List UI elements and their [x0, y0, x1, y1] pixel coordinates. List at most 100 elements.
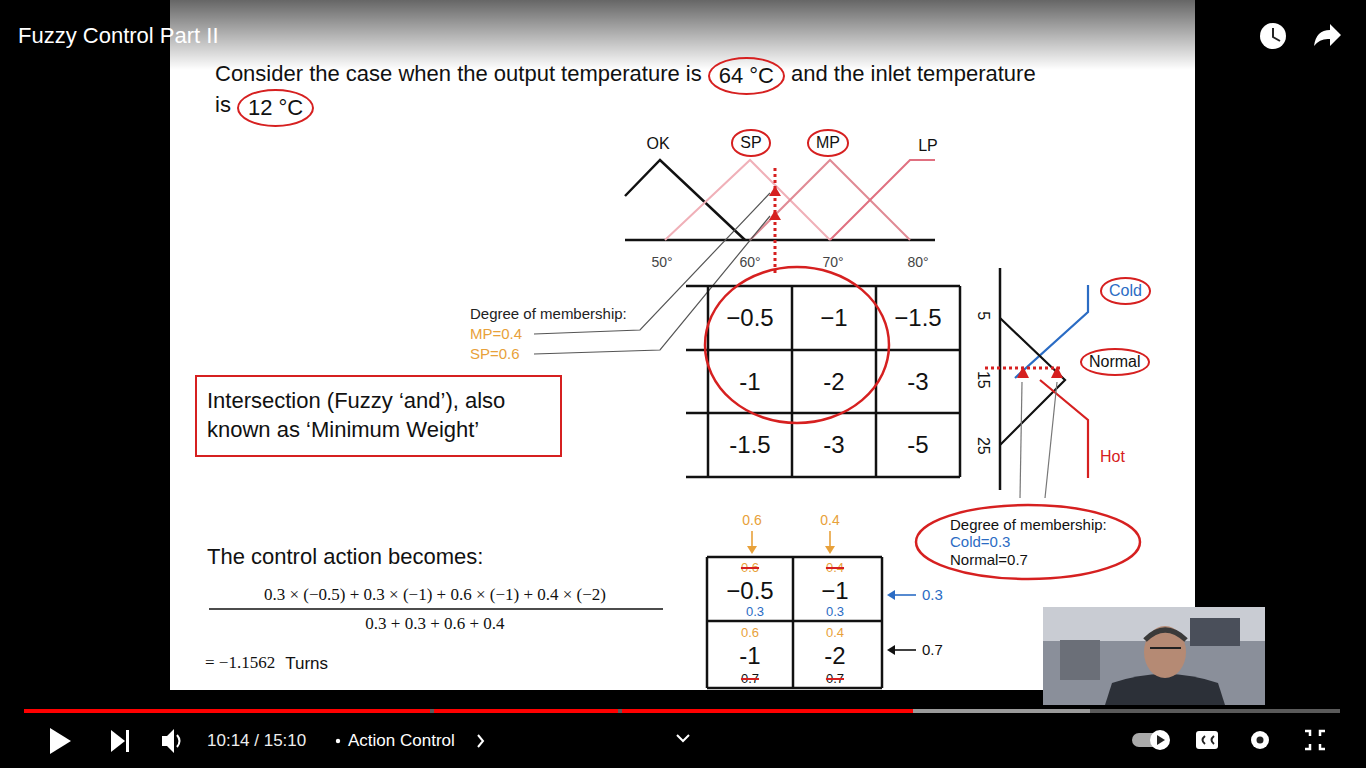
axis-tick: 70° [822, 255, 843, 270]
slide-text: Consider the case when the output temper… [215, 62, 702, 86]
ellipse-content: Degree of membership:Cold=0.3Normal=0.7 [950, 516, 1107, 568]
expand-chevron [677, 735, 689, 741]
leader-line [1020, 382, 1022, 498]
settings-hole [1257, 737, 1264, 744]
grid-line [959, 286, 962, 477]
crossed-weight: 0.6 [741, 561, 759, 575]
progress-played [622, 709, 913, 713]
progress-track [24, 709, 1340, 713]
grid-line [792, 557, 795, 688]
arrow-line [751, 531, 753, 547]
grid-line [707, 286, 710, 477]
progress-bar [24, 709, 1340, 713]
set-label: Normal [1080, 348, 1150, 376]
crossed-weight: 0.7 [826, 672, 844, 686]
membership-value: SP=0.6 [470, 346, 520, 363]
slide-text: and the inlet temperature [791, 62, 1036, 86]
fraction-bar [209, 608, 663, 609]
sp-curve [665, 160, 830, 240]
arrow-head [887, 590, 895, 600]
set-label: MP [807, 129, 849, 157]
chapter-chevron [478, 735, 483, 747]
captions-icon [1196, 731, 1218, 749]
webcam-inset [1043, 607, 1265, 705]
table-cell: -3 [907, 369, 928, 395]
axis-tick: 50° [651, 255, 672, 270]
grid-line [706, 557, 709, 688]
formula-result: = −1.1562 [205, 654, 275, 673]
webcam-shelf [1060, 640, 1100, 680]
table-cell: -1 [739, 369, 760, 395]
arrow-head [747, 546, 757, 554]
autoplay-icon [1157, 735, 1165, 745]
player-controls [50, 23, 1341, 754]
crossed-weight: 0.4 [826, 561, 844, 575]
marker-arrow [769, 210, 781, 220]
membership-line: Degree of membership: [950, 516, 1107, 533]
axis-line [625, 239, 935, 242]
box-text: Intersection (Fuzzy ‘and’), also known a… [207, 387, 550, 444]
membership-line: Normal=0.7 [950, 551, 1107, 568]
formula-numerator: 0.3 × (−0.5) + 0.3 × (−1) + 0.6 × (−1) +… [264, 586, 606, 605]
grid-line [707, 620, 882, 623]
marker-arrow [1017, 366, 1029, 378]
slide-text: is [215, 93, 231, 117]
weight-value: 0.3 [746, 605, 764, 619]
slide-text: The control action becomes: [207, 545, 483, 569]
axis-tick: 80° [907, 255, 928, 270]
next-icon [111, 730, 125, 752]
axis-tick: 15 [974, 371, 992, 389]
membership-value: MP=0.4 [470, 326, 522, 343]
weight-table-grid [707, 557, 882, 688]
grid-line [686, 349, 960, 352]
marker-arrow [769, 186, 781, 196]
formula-denominator: 0.3 + 0.3 + 0.6 + 0.4 [365, 615, 504, 634]
definition-box: Intersection (Fuzzy ‘and’), also known a… [195, 375, 562, 457]
arrow-head [887, 645, 895, 655]
inlet-membership-chart [985, 268, 1088, 498]
ellipse-outline [914, 503, 1142, 581]
annotation-ellipse: Degree of membership:Cold=0.3Normal=0.7 [914, 503, 1142, 581]
progress-buffer [913, 709, 1090, 713]
fullscreen-exit-icon [1305, 731, 1325, 749]
weight-value: 0.6 [742, 513, 761, 528]
unit: Turns [285, 655, 328, 674]
chapter-bullet [336, 739, 340, 743]
set-label: Hot [1100, 448, 1125, 466]
webcam-person-head [1144, 626, 1186, 678]
table-cell: -1.5 [729, 432, 770, 458]
output-membership-chart [625, 160, 935, 276]
table-cell: −0.5 [726, 578, 773, 604]
axis-tick: 60° [739, 255, 760, 270]
table-cell: -2 [823, 369, 844, 395]
autoplay-knob [1150, 730, 1170, 750]
weight-value: 0.4 [826, 626, 844, 640]
chapter-title: Action Control [348, 732, 455, 751]
webcam-background [1043, 607, 1265, 705]
captions-marks [1203, 736, 1215, 744]
arrow-line [829, 531, 831, 547]
set-label: OK [646, 135, 669, 153]
grid-line [707, 556, 882, 559]
normal-curve [1000, 318, 1065, 445]
cold-curve [1015, 285, 1088, 378]
table-cell: -2 [824, 643, 845, 669]
grid-line [707, 687, 882, 690]
arrow-line [894, 594, 916, 596]
webcam-person-body [1105, 674, 1225, 705]
table-cell: -3 [823, 432, 844, 458]
table-cell: -5 [907, 432, 928, 458]
set-label: Cold [1100, 277, 1151, 305]
annotation-circle [705, 267, 889, 423]
hot-curve [1040, 380, 1088, 478]
arrow-line [894, 649, 916, 651]
crossed-weight: 0.7 [741, 672, 759, 686]
rule-table-grid [686, 286, 960, 477]
table-cell: -1 [739, 643, 760, 669]
grid-line [791, 286, 794, 477]
table-cell: −1 [821, 578, 848, 604]
grid-line [881, 557, 884, 688]
settings-icon [1251, 731, 1269, 749]
webcam-person-hair [1145, 630, 1186, 640]
